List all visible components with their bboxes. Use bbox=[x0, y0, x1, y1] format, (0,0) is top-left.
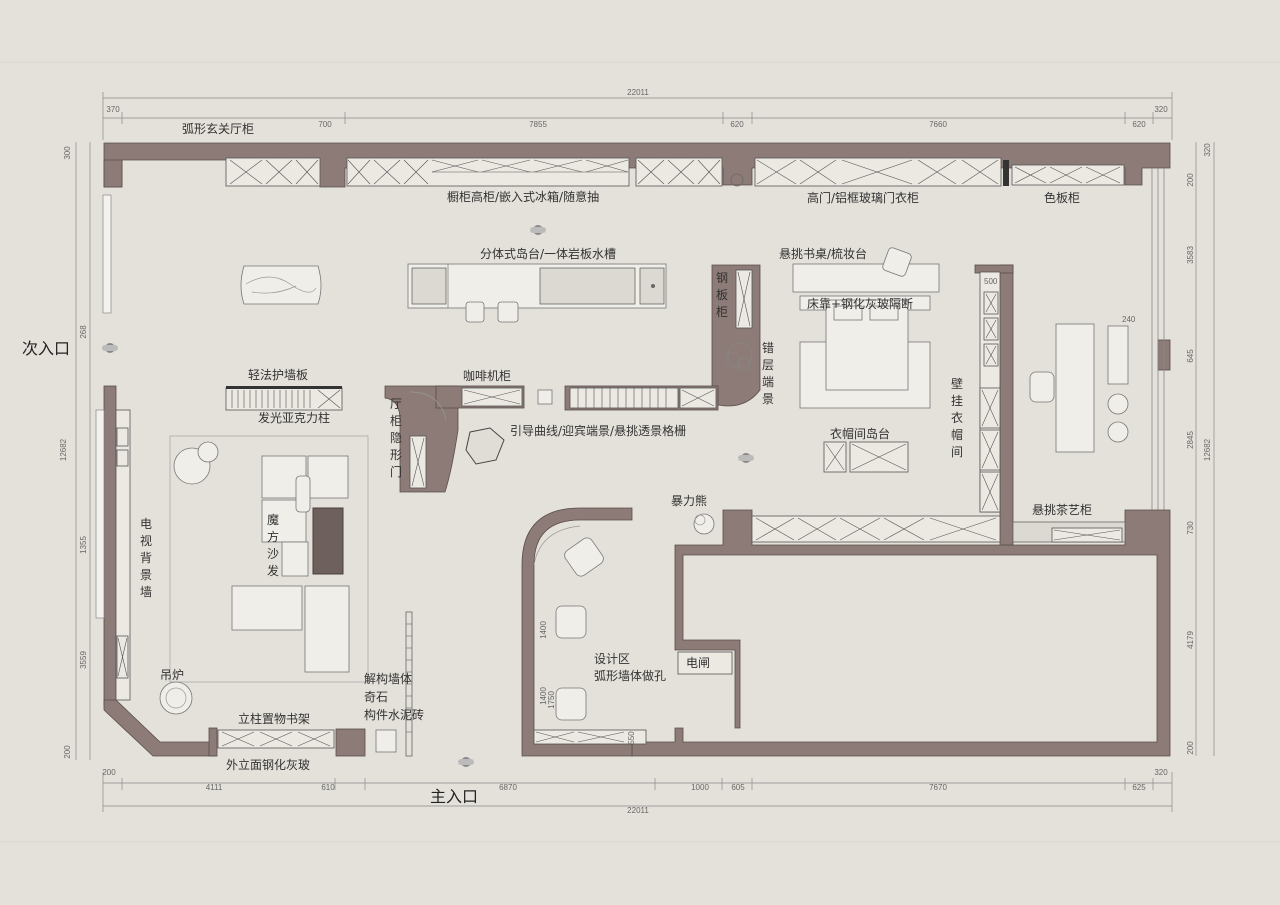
person-icons bbox=[102, 225, 754, 767]
dim-left-5: 200 bbox=[63, 745, 72, 759]
labels: 弧形玄关厅柜 橱柜高柜/嵌入式冰箱/随意抽 高门/铝框玻璃门衣柜 色板柜 分体式… bbox=[22, 121, 1092, 806]
label-column-shelf: 立柱置物书架 bbox=[238, 711, 310, 726]
top-cabinets bbox=[225, 157, 1125, 187]
design-area-furniture bbox=[533, 513, 733, 745]
person-icon bbox=[458, 757, 474, 767]
label-steel-cabinet: 钢板柜 bbox=[716, 271, 728, 319]
dim-top-6: 320 bbox=[1154, 105, 1168, 114]
dim-inner-0: 500 bbox=[984, 277, 998, 286]
label-closet-island: 衣帽间岛台 bbox=[830, 426, 890, 441]
bedroom-area bbox=[792, 247, 940, 409]
label-electric-gate: 电闸 bbox=[686, 656, 710, 670]
dim-top-0: 370 bbox=[106, 105, 120, 114]
dining-table bbox=[240, 265, 322, 305]
dim-bottom-3: 6870 bbox=[499, 783, 517, 792]
dim-bottom-7: 625 bbox=[1132, 783, 1146, 792]
dim-bottom-6: 7670 bbox=[929, 783, 947, 792]
person-icon bbox=[530, 225, 546, 235]
label-island: 分体式岛台/一体岩板水槽 bbox=[480, 246, 616, 261]
steel-cabinet bbox=[725, 269, 753, 371]
dim-top-3: 620 bbox=[730, 120, 744, 129]
label-color-cabinet: 色板柜 bbox=[1044, 191, 1080, 205]
dim-bottom-1: 4111 bbox=[206, 783, 223, 792]
dim-top-5: 620 bbox=[1132, 120, 1146, 129]
dim-right-3: 645 bbox=[1186, 349, 1195, 363]
dim-right-2: 3583 bbox=[1186, 246, 1195, 264]
dim-left-2: 12682 bbox=[59, 438, 68, 461]
dim-inner-4: 1750 bbox=[547, 691, 556, 709]
label-deconstruct-wall: 解构墙体 bbox=[364, 671, 412, 686]
label-wall-closet: 壁挂衣帽间 bbox=[951, 376, 963, 459]
dim-right-5: 730 bbox=[1186, 521, 1195, 535]
label-desk: 悬挑书桌/梳妆台 bbox=[779, 246, 867, 261]
dimension-right: 320 200 3583 645 2845 730 4179 200 12682 bbox=[1186, 142, 1215, 756]
dim-bottom-5: 605 bbox=[731, 783, 745, 792]
label-light-wall: 轻法护墙板 bbox=[248, 368, 308, 382]
coffee-grille bbox=[409, 387, 717, 489]
dim-bottom-2: 610 bbox=[321, 783, 335, 792]
label-facade-glass: 外立面钢化灰玻 bbox=[226, 757, 310, 772]
label-guide-curve: 引导曲线/迎宾端景/悬挑透景格栅 bbox=[510, 423, 686, 438]
dim-right-1: 200 bbox=[1186, 173, 1195, 187]
label-rubik-sofa: 魔方沙发 bbox=[267, 512, 279, 578]
label-wardrobe: 高门/铝框玻璃门衣柜 bbox=[807, 190, 919, 205]
label-cement-brick: 构件水泥砖 bbox=[364, 707, 424, 722]
dimension-top: 22011 370 700 7855 620 7660 620 320 bbox=[102, 88, 1173, 140]
label-tv-wall: 电视背景墙 bbox=[140, 517, 152, 599]
dim-bottom-4: 1000 bbox=[691, 783, 709, 792]
dim-right-4: 2845 bbox=[1186, 431, 1195, 449]
dim-right-6: 4179 bbox=[1186, 631, 1195, 649]
label-bed-partition: 床靠+钢化灰玻隔断 bbox=[807, 296, 913, 311]
dimension-bottom: 200 4111 610 6870 1000 605 7670 625 320 … bbox=[102, 768, 1173, 815]
person-icon bbox=[102, 343, 118, 353]
dim-bottom-total: 22011 bbox=[627, 806, 649, 815]
label-arc-wall-holes: 弧形墙体做孔 bbox=[594, 668, 666, 683]
label-arc-foyer-cabinet: 弧形玄关厅柜 bbox=[182, 121, 254, 136]
dim-right-total: 12682 bbox=[1203, 438, 1212, 461]
label-acrylic-column: 发光亚克力柱 bbox=[258, 410, 330, 425]
dim-right-0: 320 bbox=[1203, 143, 1212, 157]
label-coffee-cabinet: 咖啡机柜 bbox=[463, 368, 511, 383]
label-design-area: 设计区 bbox=[594, 652, 630, 666]
dim-top-1: 700 bbox=[318, 120, 332, 129]
dim-bottom-0: 200 bbox=[102, 768, 116, 777]
label-hall-cabinet-door: 厅柜隐形门 bbox=[390, 397, 402, 479]
dim-left-3: 1355 bbox=[79, 536, 88, 554]
dim-top-total: 22011 bbox=[627, 88, 649, 97]
dim-left-0: 300 bbox=[63, 146, 72, 160]
label-pendant-stove: 吊炉 bbox=[160, 668, 184, 682]
label-odd-stone: 奇石 bbox=[364, 690, 388, 704]
dim-bottom-8: 320 bbox=[1154, 768, 1168, 777]
living-room bbox=[115, 386, 413, 757]
label-staggered-scene: 错层端景 bbox=[762, 341, 774, 406]
dim-top-4: 7660 bbox=[929, 120, 947, 129]
label-bear: 暴力熊 bbox=[671, 493, 707, 508]
dim-inner-3: 1400 bbox=[539, 687, 548, 705]
dimension-left: 300 268 12682 1355 3559 200 bbox=[59, 142, 91, 760]
dim-top-2: 7855 bbox=[529, 120, 547, 129]
closet-area bbox=[751, 271, 1129, 543]
label-secondary-entrance: 次入口 bbox=[22, 339, 70, 358]
dim-inner-5: 550 bbox=[627, 731, 636, 745]
dim-inner-1: 240 bbox=[1122, 315, 1136, 324]
label-main-entrance: 主入口 bbox=[430, 787, 478, 806]
dim-left-4: 3559 bbox=[79, 651, 88, 669]
inner-dims: 500 240 1400 1400 1750 550 bbox=[539, 277, 1136, 745]
label-tea-cabinet: 悬挑茶艺柜 bbox=[1032, 502, 1092, 517]
dim-left-1: 268 bbox=[79, 325, 88, 339]
dim-inner-2: 1400 bbox=[539, 621, 548, 639]
kitchen-island bbox=[407, 263, 667, 323]
dim-right-7: 200 bbox=[1186, 741, 1195, 755]
label-kitchen-tall-cabinet: 橱柜高柜/嵌入式冰箱/随意抽 bbox=[447, 189, 599, 204]
person-icon bbox=[738, 453, 754, 463]
